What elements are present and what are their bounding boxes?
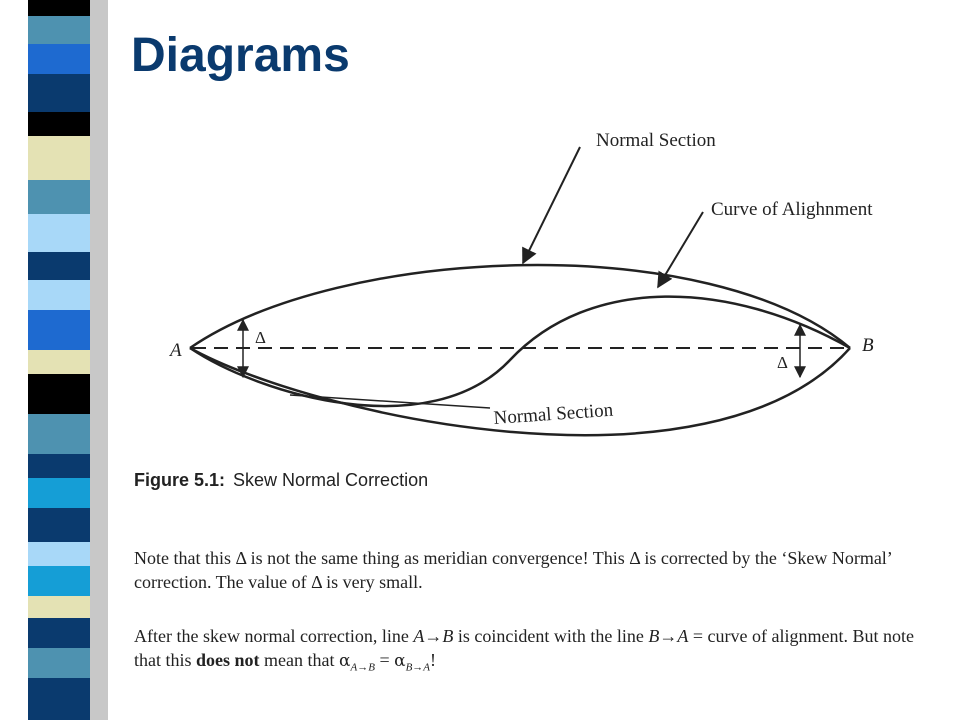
note1-text: Note that this Δ is not the same thing a… [134,548,892,592]
stripe-left-margin [0,0,28,720]
stripe-block [28,44,90,74]
curve-of-alignment [189,295,851,408]
stripe-block [28,310,90,350]
stripe-block [28,350,90,374]
stripe-block [28,0,90,16]
stripe-block [28,454,90,478]
note2-text-1: After the skew normal correction, line [134,626,414,646]
label-normal-section-bottom: Normal Section [493,400,614,429]
stripe-block [28,678,90,720]
stripe-block [28,136,90,180]
normal-section-upper-curve [189,263,851,350]
stripe-block [28,16,90,44]
note2-emphasis: does not [196,650,260,670]
figure-number: Figure 5.1: [134,470,226,490]
stripe-block [28,180,90,214]
note2-line-ab: A→B [413,626,454,646]
decorative-stripe-bar [0,0,108,720]
delta-label-left: Δ [255,328,266,347]
stripe-block [28,648,90,678]
leader-normal-section-top [522,146,581,265]
note-skew-correction: After the skew normal correction, line A… [134,624,924,680]
delta-label-right: Δ [777,353,788,372]
point-a-label: A [168,340,182,361]
alpha-subscript-ba: B→A [405,661,431,674]
leader-normal-section-bottom [289,394,491,409]
stripe-block [28,542,90,566]
stripe-shadow [90,0,108,720]
label-curve-of-alignment: Curve of Alighnment [711,199,873,220]
alpha-symbol-ab: α [339,651,351,671]
figure-caption: Figure 5.1: Skew Normal Correction [134,470,428,491]
note2-text-2: is coincident with the line [453,626,649,646]
stripe-block [28,214,90,252]
leader-curve-alignment [657,211,704,289]
slide-title: Diagrams [131,29,350,82]
stripe-block [28,596,90,618]
stripe-block [28,414,90,454]
label-normal-section-top: Normal Section [596,130,716,151]
note2-end: ! [430,650,437,670]
stripe-block [28,74,90,112]
normal-section-lower-curve [189,346,851,437]
note-delta-explanation: Note that this Δ is not the same thing a… [134,546,924,594]
stripe-block [28,374,90,414]
stripe-block [28,252,90,280]
alpha-subscript-ab: A→B [350,661,375,674]
note2-line-ba: B→A [648,626,689,646]
stripe-block [28,478,90,508]
point-b-label: B [862,335,874,356]
skew-normal-diagram: Normal Section Curve of Alighnment Norma… [168,130,874,437]
stripe-block [28,566,90,596]
stripe-block [28,618,90,648]
note2-equals: = [374,650,395,670]
alpha-symbol-ba: α [394,651,406,671]
note2-text-4: mean that [259,650,339,670]
stripe-block [28,280,90,310]
stripe-block [28,508,90,542]
note2-text-3: = curve of alignment. But note that this [134,626,914,670]
figure-caption-text: Skew Normal Correction [233,470,429,490]
stripe-block [28,112,90,136]
